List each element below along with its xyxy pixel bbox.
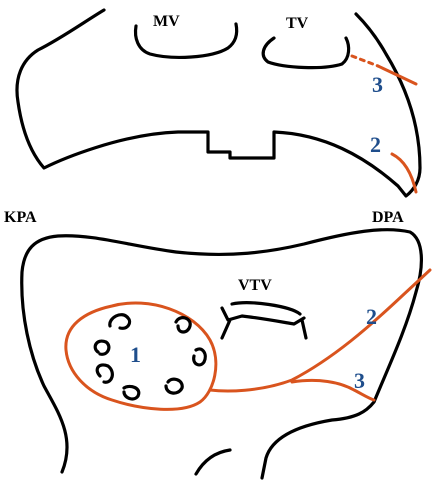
label-kpa: KPA [4,209,37,226]
lower-outline [22,230,422,478]
loop-shape [124,386,139,399]
upper-number-2: 2 [370,132,381,157]
label-mv: MV [153,13,180,30]
loop-shape [176,318,190,332]
upper-line-3-dotted [352,56,378,66]
loop-shape [97,365,112,382]
vtv-valve-shape [222,303,306,338]
mitral-valve-shape [136,24,237,57]
upper-outline [17,10,420,196]
label-dpa: DPA [372,209,404,226]
label-vtv: VTV [238,277,272,294]
loop-shape [110,315,130,329]
lower-bottom-curve [196,450,230,474]
oval-1-loops [95,315,205,399]
lower-number-2: 2 [366,304,377,329]
loop-shape [194,349,206,365]
label-tv: TV [286,15,309,32]
lower-number-3: 3 [354,368,365,393]
lower-number-1: 1 [130,342,141,367]
upper-line-2 [392,154,416,192]
loop-shape [95,341,109,354]
loop-shape [166,379,182,393]
upper-number-3: 3 [372,72,383,97]
upper-line-3 [378,66,416,84]
tricuspid-valve-shape [263,38,348,68]
